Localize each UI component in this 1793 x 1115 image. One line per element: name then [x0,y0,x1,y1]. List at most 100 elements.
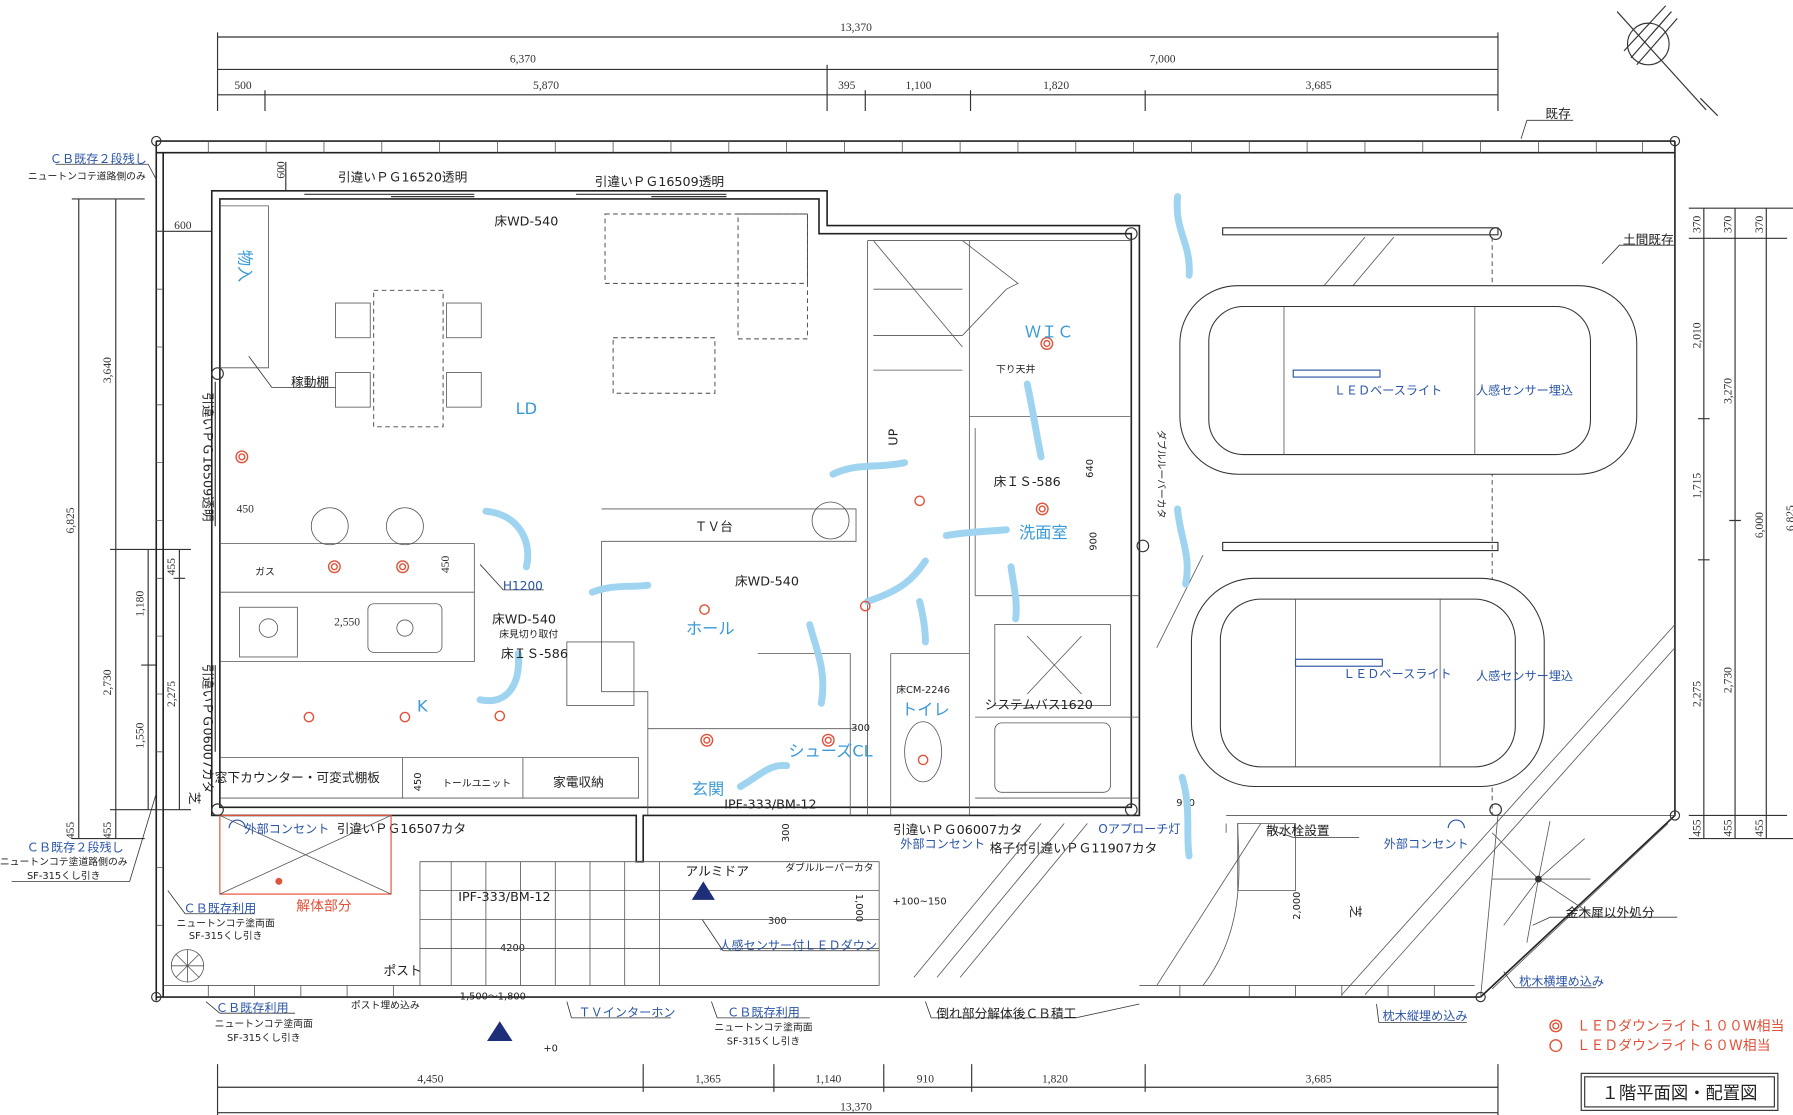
windows: 引違いＰＧ16520透明 引違いＰＧ16509透明 引違いＰＧ16509透明 引… [201,170,1168,879]
dim-top-left: 6,370 [510,52,536,65]
shoe-dim: 300 [851,723,870,734]
svg-text:散水栓設置: 散水栓設置 [1266,823,1330,838]
tree-icon [1491,821,1591,943]
downlight-100w-icon [396,560,410,574]
svg-text:床WD-540: 床WD-540 [494,214,558,229]
svg-text:ポスト埋め込み: ポスト埋め込み [351,1000,420,1012]
downlight-60w-icon [917,754,929,766]
top-dimensions: 13,370 6,370 7,000 500 5,870 395 1,100 1… [216,21,1499,112]
svg-text:ＴＶインターホン: ＴＶインターホン [578,1006,675,1020]
downlight-100w-icon [1035,502,1049,516]
demolition-area: 解体部分 [219,814,392,914]
svg-text:1,500～1,800: 1,500～1,800 [460,991,526,1002]
parking: ＬＥＤベースライト 人感センサー埋込 ＬＥＤベースライト 人感センサー埋込 [211,227,1676,995]
house-walls [210,190,1141,863]
alum-door-label: アルミドア [685,864,748,879]
bottom-dimensions: 4,450 1,365 1,140 910 1,820 3,685 13,370 [216,1064,1499,1115]
dim-right: 2,010 [1690,322,1703,348]
svg-text:H1200: H1200 [503,579,543,593]
downlight-100w-icon [1040,337,1054,350]
louver-label: ダブルルーバーカタ [1155,430,1168,518]
downlight-60w-icon [1549,1039,1563,1053]
svg-text:ニュートンコテ塗両面: ニュートンコテ塗両面 [177,916,275,929]
room-labels: 物入 LD K ホール ＷＩＣ 洗面室 トイレ シューズCL 玄関 UP ＴＶ台… [236,250,1093,799]
dim-right: 2,275 [1690,681,1703,707]
svg-text:ニュートンコテ塗両面: ニュートンコテ塗両面 [714,1021,812,1034]
furniture: 窓下カウンター・可変式棚板 450 トールユニット 家電収納 450 450 2… [215,213,1303,954]
plant-icon [811,501,850,540]
dim-top-seg: 3,685 [1306,79,1332,92]
dim-left: 2,275 [165,681,178,707]
svg-text:SF-315くし引き: SF-315くし引き [27,870,101,882]
tv-stand: ＴＶ台 [695,519,733,534]
callouts: ＣＢ既存２段残し ニュートンコテ道路側のみ ＣＢ既存２段残し ニュートンコテ塗道… [0,106,1678,1054]
svg-text:ＣＢ既存２段残し: ＣＢ既存２段残し [50,151,147,166]
dim-top-seg: 1,820 [1043,79,1069,92]
dim-left: 455 [64,822,77,840]
svg-text:枕木横埋め込み: 枕木横埋め込み [1519,973,1604,988]
dim-right: 3,270 [1722,378,1735,404]
svg-text:稼動棚: 稼動棚 [291,374,329,389]
dim-bottom-seg: 1,140 [815,1073,841,1086]
downlight-60w-icon [399,711,411,723]
car-icon [1179,285,1638,475]
dim-right: 2,730 [1722,667,1735,693]
legend-100w: ＬＥＤダウンライト１００W相当 [1577,1019,1785,1035]
kitchen-length: 2,550 [334,616,360,629]
bench-dim: 450 [237,502,255,515]
svg-text:ＣＢ既存利用: ＣＢ既存利用 [183,902,256,916]
svg-text:床CM-2246: 床CM-2246 [896,683,950,696]
room-hall: ホール [686,619,735,638]
downlight-100w-icon [327,560,341,574]
demolition-label: 解体部分 [296,898,352,914]
site-boundary [151,135,1681,1003]
dim-bottom-seg: 910 [917,1073,935,1086]
dim-top-seg: 1,100 [905,79,931,92]
dim-left: 3,640 [101,357,114,383]
tall-unit-label: トールユニット [442,779,511,790]
approach-paving [419,823,1296,986]
svg-text:床ＩＳ-586: 床ＩＳ-586 [994,474,1061,489]
bar-dim: 450 [439,556,452,574]
svg-text:ＣＢ既存２段残し: ＣＢ既存２段残し [27,839,124,854]
dim-right: 455 [1722,819,1735,837]
svg-text:土間既存: 土間既存 [1623,232,1674,247]
lowered-ceiling: 下り天井 [996,362,1035,375]
lawn-dim: 2,000 [1292,892,1303,920]
counter-label: 窓下カウンター・可変式棚板 [215,770,381,785]
dim-600: 600 [275,161,288,179]
dim-right: 455 [1753,819,1766,837]
svg-text:人感センサー付ＬＥＤダウン: 人感センサー付ＬＥＤダウン [719,938,877,953]
dim-right: 370 [1722,216,1735,234]
system-bath: システムバス1620 [985,697,1093,712]
window-label: 引違いＰＧ16520透明 [338,170,468,185]
title: １階平面図・配置図 [1602,1084,1758,1104]
svg-text:床ＩＳ-586: 床ＩＳ-586 [501,646,568,661]
drawing-title: １階平面図・配置図 [1580,1072,1779,1111]
svg-text:+0: +0 [543,1043,558,1054]
svg-text:SF-315くし引き: SF-315くし引き [189,930,263,942]
right-dimensions: 370 370 370 2,010 3,270 1,715 6,000 6,82… [1688,207,1793,840]
downlight-60w-icon [699,604,710,615]
dim-bottom-seg: 1,365 [695,1073,721,1086]
led-base-label: ＬＥＤベースライト [1334,383,1443,397]
svg-text:ニュートンコテ塗道路側のみ: ニュートンコテ塗道路側のみ [0,855,128,868]
downlight-60w-icon [859,600,871,612]
window-label: 引違いＰＧ16509透明 [595,174,725,189]
downlight-100w-icon [700,733,714,747]
dim-total-top: 13,370 [840,21,872,34]
room-ld: LD [516,399,537,418]
led-base-label: ＬＥＤベースライト [1343,667,1452,681]
dim-left: 455 [165,558,178,576]
svg-text:ニュートンコテ道路側のみ: ニュートンコテ道路側のみ [28,169,146,182]
dim-bottom-seg: 4,450 [417,1073,443,1086]
car-icon [1190,577,1545,788]
dim-bottom-seg: 1,820 [1042,1073,1068,1086]
downlight-100w-icon [1549,1019,1563,1033]
dim-right: 455 [1690,819,1703,837]
svg-text:枕木縦埋め込み: 枕木縦埋め込み [1383,1008,1468,1023]
wash-dim: 640 [1085,459,1096,478]
svg-text:倒れ部分解体後ＣＢ積工: 倒れ部分解体後ＣＢ積工 [936,1006,1076,1021]
dim-left: 6,825 [64,507,77,533]
dim-top-right: 7,000 [1150,52,1176,65]
